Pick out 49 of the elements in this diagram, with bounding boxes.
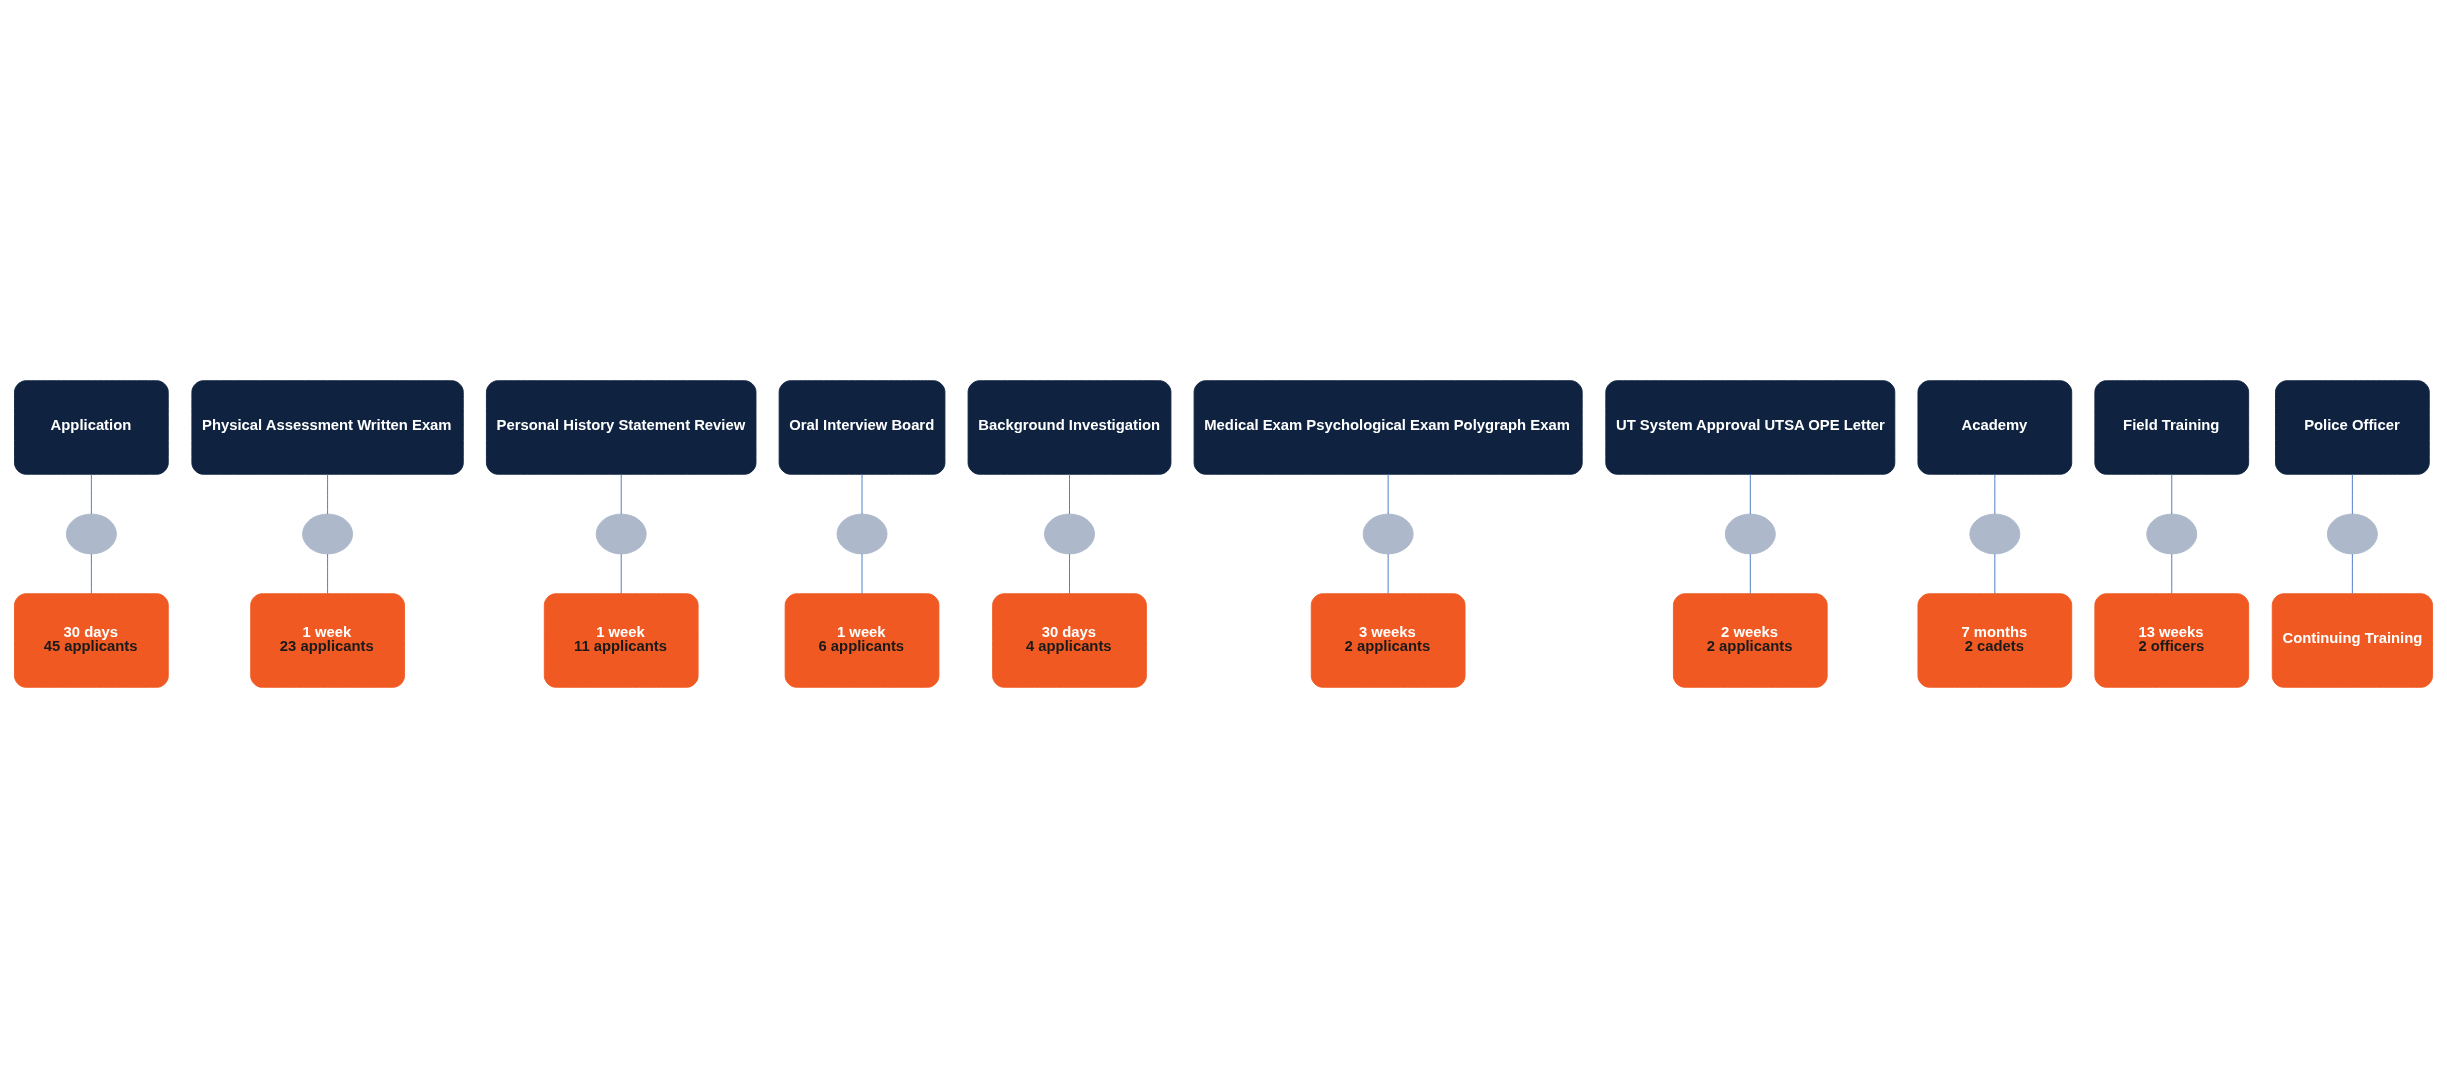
node-box: Personal History Statement Review	[485, 380, 757, 475]
node-circle	[1044, 513, 1095, 555]
connector	[2171, 473, 2173, 515]
node-box: Oral Interview Board	[778, 380, 946, 475]
node-box: UT System Approval UTSA OPE Letter	[1605, 380, 1896, 475]
connector	[1994, 553, 1996, 595]
connector	[327, 553, 329, 595]
connector	[1069, 473, 1070, 515]
node-box: 1 week 23 applicants	[250, 593, 405, 688]
connector	[2351, 553, 2353, 595]
node-box: Police Officer	[2275, 380, 2430, 475]
node-box: 30 days 4 applicants	[992, 593, 1147, 688]
node-box: 7 months 2 cadets	[1917, 593, 2073, 688]
node-box: 1 week 11 applicants	[543, 593, 699, 688]
connector	[620, 473, 622, 515]
node-box: Background Investigation	[967, 380, 1172, 475]
node-box: Field Training	[2094, 380, 2250, 475]
connector	[1749, 473, 1751, 515]
node-circle	[836, 513, 888, 555]
node-box: 3 weeks 2 applicants	[1310, 593, 1466, 688]
connector	[90, 473, 92, 515]
connector	[2351, 473, 2353, 515]
connector	[1387, 553, 1389, 595]
node-box: Academy	[1917, 380, 2073, 475]
node-circle	[2146, 513, 2198, 555]
connector	[1994, 473, 1996, 515]
connector	[620, 553, 622, 595]
node-box: 2 weeks 2 applicants	[1672, 593, 1828, 688]
node-circle	[2326, 513, 2378, 555]
node-circle	[302, 513, 354, 555]
node-box: Physical Assessment Written Exam	[191, 380, 464, 475]
node-circle	[65, 513, 117, 555]
node-box: 13 weeks 2 officers	[2094, 593, 2250, 688]
node-circle	[595, 513, 647, 555]
connector	[327, 473, 329, 515]
connector	[90, 553, 92, 595]
connector	[1749, 553, 1751, 595]
node-box: Application	[14, 380, 169, 475]
node-circle	[1724, 513, 1776, 555]
node-box: Continuing Training	[2271, 593, 2433, 688]
node-box: 30 days 45 applicants	[14, 593, 169, 688]
node-circle	[1362, 513, 1414, 555]
connector	[2171, 553, 2173, 595]
connector	[1387, 473, 1389, 515]
connector	[861, 473, 863, 515]
connector	[1069, 553, 1070, 595]
node-box: 1 week 6 applicants	[784, 593, 940, 688]
node-circle	[1969, 513, 2021, 555]
node-box: Medical Exam Psychological Exam Polygraph Exam	[1193, 380, 1583, 475]
